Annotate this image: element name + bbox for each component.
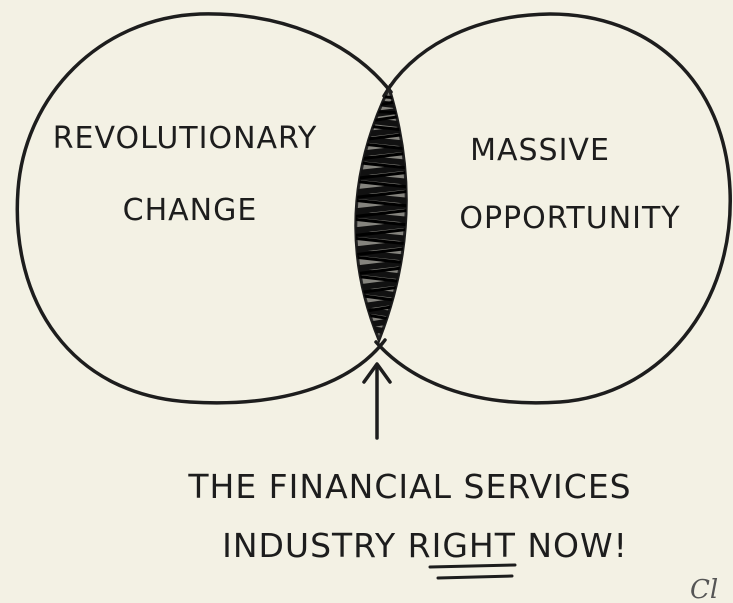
left-circle: [15, 12, 393, 405]
up-arrow-icon: [362, 362, 392, 440]
left-label-line1: REVOLUTIONARY: [53, 121, 318, 156]
emphasis-underline-2: [436, 574, 514, 580]
caption-line2: INDUSTRY RIGHT NOW!: [222, 526, 628, 565]
right-circle: [374, 12, 732, 405]
signature: Cl: [690, 575, 718, 603]
caption-line2-suffix: NOW!: [516, 526, 628, 565]
right-label-line1: MASSIVE: [470, 133, 610, 168]
left-label-line2: CHANGE: [123, 193, 258, 228]
caption-emphasis-word: RIGHT: [408, 526, 516, 565]
caption-line2-prefix: INDUSTRY: [222, 526, 408, 565]
overlap-scribble: [355, 88, 407, 340]
right-label-line2: OPPORTUNITY: [459, 201, 680, 236]
emphasis-underline-1: [428, 563, 517, 569]
caption-line1: THE FINANCIAL SERVICES: [187, 467, 631, 506]
